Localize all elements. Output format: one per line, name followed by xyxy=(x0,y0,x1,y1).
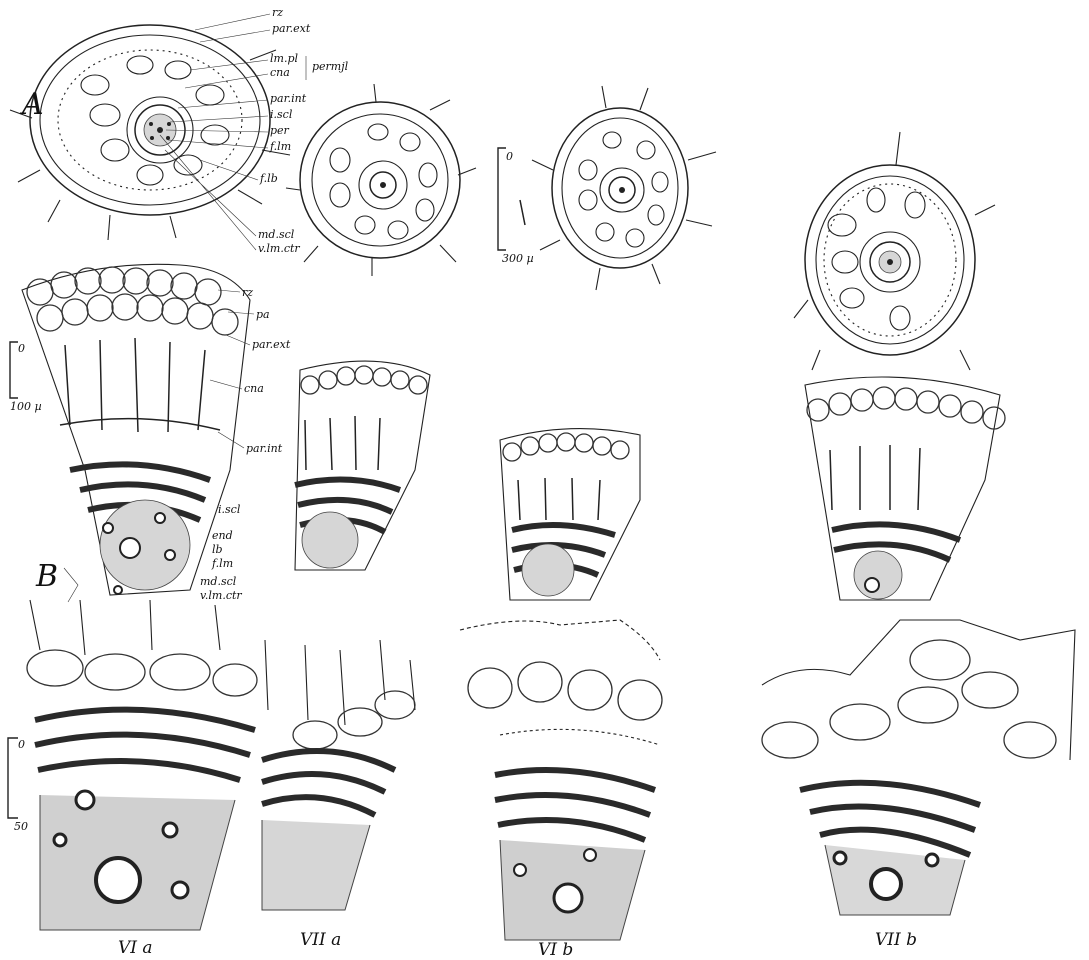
caption-vii-b: VII b xyxy=(875,930,917,950)
label-par-ext: par.ext xyxy=(272,22,311,35)
magnified-sector-4 xyxy=(762,620,1075,915)
label-per: per xyxy=(270,124,290,137)
cross-section-1 xyxy=(10,25,290,240)
label-end: end xyxy=(212,529,233,542)
magnified-sector-3 xyxy=(460,620,662,940)
caption-vi-a: VI a xyxy=(118,938,153,958)
sector-detail-2 xyxy=(295,361,430,570)
label-v-lm-ctr-b: v.lm.ctr xyxy=(200,589,242,602)
sector-detail-4 xyxy=(805,377,1005,600)
label-rz: rz xyxy=(272,6,283,19)
label-v-lm-ctr: v.lm.ctr xyxy=(258,242,300,255)
label-lm-pl: lm.pl xyxy=(270,52,298,65)
panel-b-label: B xyxy=(35,559,58,594)
label-permjl: permjl xyxy=(312,60,349,73)
label-i-scl: i.scl xyxy=(270,108,293,121)
label-par-ext-b: par.ext xyxy=(252,338,291,351)
scale-50-bottom: 50 xyxy=(14,820,28,833)
label-i-scl-b: i.scl xyxy=(218,503,241,516)
scale-300-top: 0 xyxy=(506,150,513,163)
caption-vii-a: VII a xyxy=(300,930,341,950)
magnified-sector-1 xyxy=(27,600,257,930)
sector-detail-3 xyxy=(500,429,640,600)
label-cna-b: cna xyxy=(244,382,264,395)
cross-section-4 xyxy=(794,132,995,370)
scale-bar-300: 0 300 µ xyxy=(498,148,534,265)
label-md-scl-b: md.scl xyxy=(200,575,237,588)
label-lb: lb xyxy=(212,543,223,556)
label-pa: pa xyxy=(256,308,270,321)
scale-bar-50: 0 50 xyxy=(8,738,28,833)
caption-vi-b: VI b xyxy=(538,940,573,960)
label-md-scl: md.scl xyxy=(258,228,295,241)
panel-a-label: A xyxy=(19,87,44,122)
cross-section-2 xyxy=(286,84,476,276)
label-cna: cna xyxy=(270,66,290,79)
scale-100-bottom: 100 µ xyxy=(10,400,42,413)
scale-50-top: 0 xyxy=(18,738,25,751)
cross-section-labels: rz par.ext lm.pl cna permjl par.int i.sc… xyxy=(160,6,349,255)
scale-bar-100: 0 100 µ xyxy=(10,342,42,413)
label-par-int: par.int xyxy=(270,92,307,105)
magnified-sector-2 xyxy=(262,640,415,910)
label-par-int-b: par.int xyxy=(246,442,283,455)
scale-100-top: 0 xyxy=(18,342,25,355)
label-f-lm-b: f.lm xyxy=(211,557,233,570)
label-rz-b: rz xyxy=(242,286,253,299)
scale-300-bottom: 300 µ xyxy=(502,252,534,265)
label-f-lb: f.lb xyxy=(259,172,278,185)
label-f-lm: f.lm xyxy=(269,140,291,153)
cross-section-3 xyxy=(532,86,716,290)
